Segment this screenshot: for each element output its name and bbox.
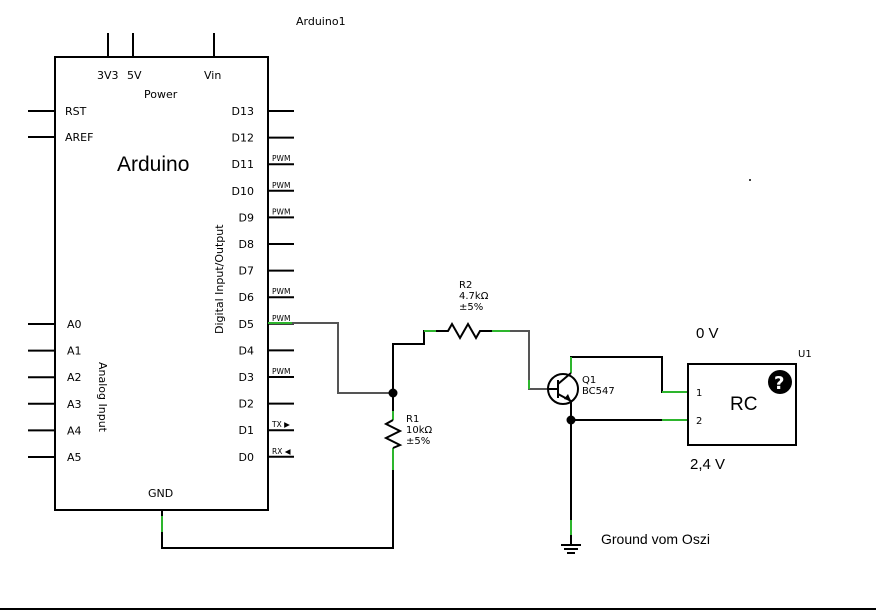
ground-symbol xyxy=(561,544,581,554)
digital-pin-label: D11 xyxy=(232,158,254,171)
q1-ref: Q1 xyxy=(582,375,596,386)
r1-value: 10kΩ xyxy=(406,425,433,436)
pin-tag: PWM xyxy=(272,154,290,163)
pin-tag: PWM xyxy=(272,367,290,376)
digital-pin-label: D3 xyxy=(239,371,254,384)
digital-pin-label: D9 xyxy=(239,211,254,224)
digital-pin-label: D7 xyxy=(239,265,254,278)
component-u1[interactable]: U1 RC 1 2 ? xyxy=(687,349,812,446)
u1-pin1-label: 1 xyxy=(696,388,702,399)
pin-tag: RX ◀ xyxy=(272,447,291,456)
digital-pin-label: D12 xyxy=(232,132,254,145)
gnd-label: GND xyxy=(148,487,173,500)
digital-pin-label: D6 xyxy=(239,291,254,304)
digital-pin-label: D13 xyxy=(232,105,254,118)
stray-dot xyxy=(749,179,751,181)
pin-label-rst: RST xyxy=(65,105,87,118)
resistor-r1[interactable]: R1 10kΩ ±5% xyxy=(383,414,433,449)
junction-dot xyxy=(566,415,576,425)
digital-pin-label: D0 xyxy=(239,451,254,464)
analog-input-label: Analog Input xyxy=(96,362,109,433)
help-glyph: ? xyxy=(774,373,784,394)
power-label: Power xyxy=(144,88,178,101)
arduino-instance-label: Arduino1 xyxy=(296,15,346,28)
transistor-q1[interactable]: Q1 BC547 xyxy=(547,372,615,405)
voltage-label-2-4v: 2,4 V xyxy=(690,456,725,473)
pin-label-vin: Vin xyxy=(204,69,221,82)
r2-value: 4.7kΩ xyxy=(459,291,489,302)
pin-label-5v: 5V xyxy=(127,69,142,82)
q1-part: BC547 xyxy=(582,386,615,397)
digital-io-label: Digital Input/Output xyxy=(213,224,226,334)
pin-tag: PWM xyxy=(272,314,290,323)
voltage-label-0v: 0 V xyxy=(696,325,719,342)
digital-pin-label: D1 xyxy=(239,424,254,437)
u1-ref: U1 xyxy=(798,349,812,360)
pin-label-3v3: 3V3 xyxy=(97,69,119,82)
r1-tolerance: ±5% xyxy=(406,436,430,447)
pin-tag: PWM xyxy=(272,181,290,190)
arduino-title: Arduino xyxy=(117,153,189,176)
analog-pin-label: A2 xyxy=(67,371,82,384)
junction-dot xyxy=(388,388,398,398)
pin-tag: TX ▶ xyxy=(271,420,290,429)
u1-pin2-label: 2 xyxy=(696,416,702,427)
ground-label: Ground vom Oszi xyxy=(601,531,710,547)
pin-label-aref: AREF xyxy=(65,131,93,144)
arduino-outline xyxy=(54,56,269,511)
digital-pin-label: D4 xyxy=(239,344,254,357)
digital-pin-label: D2 xyxy=(239,398,254,411)
arduino-board[interactable]: Arduino1 Arduino 3V3 5V Vin Power RST AR… xyxy=(28,15,346,535)
pin-tag: PWM xyxy=(272,207,290,216)
r2-ref: R2 xyxy=(459,280,472,291)
digital-pin-label: D10 xyxy=(232,185,254,198)
pin-tag: PWM xyxy=(272,287,290,296)
analog-pin-label: A0 xyxy=(67,318,82,331)
analog-pin-label: A3 xyxy=(67,398,82,411)
r2-tolerance: ±5% xyxy=(459,302,483,313)
r1-ref: R1 xyxy=(406,414,419,425)
unknown-part-icon xyxy=(768,370,792,394)
wires xyxy=(161,322,688,549)
analog-pin-label: A4 xyxy=(67,424,82,437)
analog-pin-label: A1 xyxy=(67,345,82,358)
u1-label: RC xyxy=(730,394,757,415)
analog-pin-label: A5 xyxy=(67,451,82,464)
digital-pin-label: D5 xyxy=(239,318,254,331)
digital-pin-label: D8 xyxy=(239,238,254,251)
resistor-r2[interactable]: R2 4.7kΩ ±5% xyxy=(436,280,492,341)
